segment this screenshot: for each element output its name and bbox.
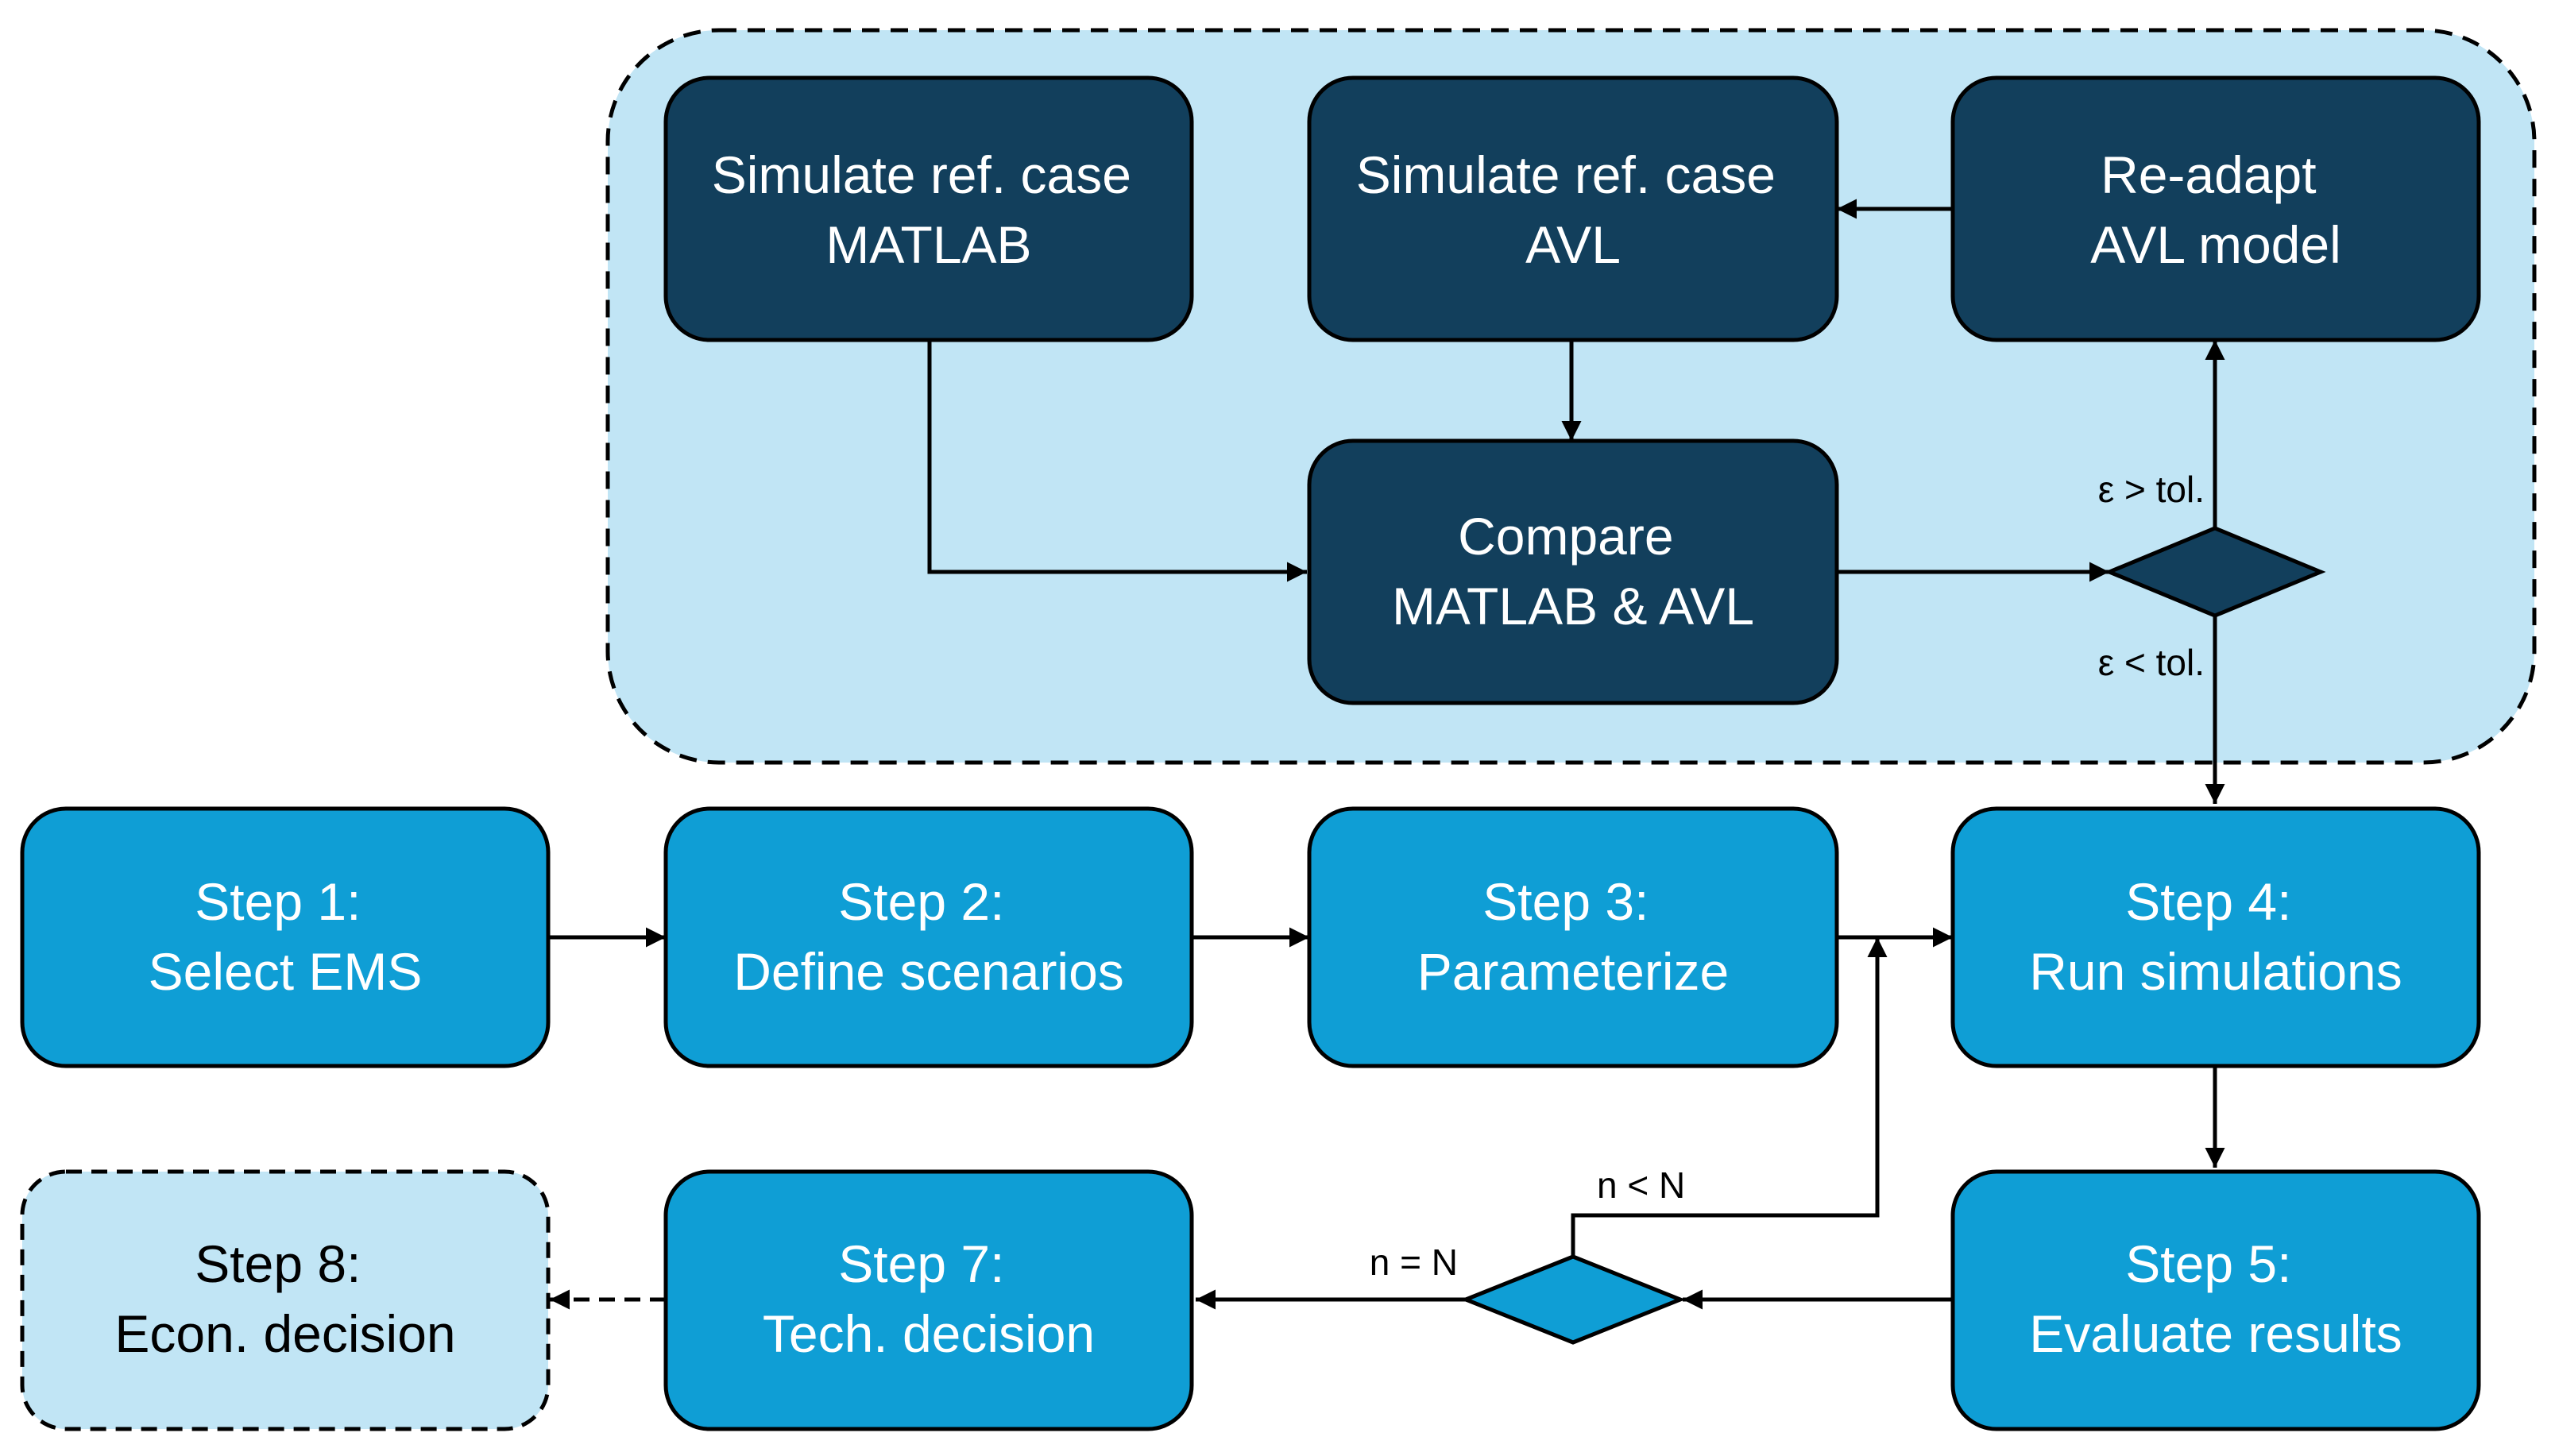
box-sim-matlab: Simulate ref. case MATLAB: [663, 75, 1194, 342]
box-step-8: Step 8: Econ. decision: [20, 1169, 551, 1431]
step-8-line2: Econ. decision: [114, 1304, 455, 1363]
svg-text:Step 1: Select EMS: Step 1: Select EMS: [149, 872, 423, 1001]
box-step-3: Step 3: Parameterize: [1307, 806, 1839, 1068]
svg-text:Re-adapt AVL model: Re-adapt AVL model: [2090, 145, 2341, 274]
sim-matlab-line1: Simulate ref. case: [712, 145, 1131, 204]
iteration-decision: [1460, 1254, 1686, 1345]
connectors: [548, 199, 2225, 1310]
arrow-matlab-to-compare: [927, 340, 1307, 582]
step-3-line1: Step 3:: [1482, 872, 1649, 931]
step-4-line2: Run simulations: [2029, 942, 2402, 1001]
label-lt-tol: ε < tol.: [2098, 642, 2205, 683]
step-5-line1: Step 5:: [2125, 1234, 2291, 1293]
box-step-5: Step 5: Evaluate results: [1950, 1169, 2481, 1431]
box-step-1: Step 1: Select EMS: [20, 806, 551, 1068]
tolerance-decision: [2104, 526, 2326, 618]
svg-text:Step 5: Evaluate results: Step 5: Evaluate results: [2029, 1234, 2402, 1363]
svg-text:Step 7: Tech. decision: Step 7: Tech. decision: [763, 1234, 1095, 1363]
readapt-line1: Re-adapt: [2101, 145, 2317, 204]
svg-text:Step 8: Econ. decision: Step 8: Econ. decision: [114, 1234, 455, 1363]
sim-matlab-line2: MATLAB: [825, 215, 1031, 274]
step-2-line2: Define scenarios: [733, 942, 1124, 1001]
step-8-line1: Step 8:: [195, 1234, 361, 1293]
step-5-line2: Evaluate results: [2029, 1304, 2402, 1363]
readapt-line2: AVL model: [2090, 215, 2341, 274]
box-compare: Compare MATLAB & AVL: [1307, 438, 1839, 705]
label-gt-tol: ε > tol.: [2098, 469, 2205, 510]
step-1-line2: Select EMS: [149, 942, 423, 1001]
box-sim-avl: Simulate ref. case AVL: [1307, 75, 1839, 342]
box-step-2: Step 2: Define scenarios: [663, 806, 1194, 1068]
step-3-line2: Parameterize: [1417, 942, 1730, 1001]
svg-text:Step 3: Parameterize: Step 3: Parameterize: [1417, 872, 1730, 1001]
step-7-line2: Tech. decision: [763, 1304, 1095, 1363]
box-readapt: Re-adapt AVL model: [1950, 75, 2481, 342]
sim-avl-line2: AVL: [1525, 215, 1621, 274]
svg-text:Simulate ref. case MATLA: Simulate ref. case MATLAB: [712, 145, 1146, 274]
svg-text:Step 4: Run simulations: Step 4: Run simulations: [2029, 872, 2402, 1001]
svg-text:Step 2: Define scenarios: Step 2: Define scenarios: [733, 872, 1124, 1001]
label-n-less-N: n < N: [1597, 1164, 1685, 1206]
label-n-equal-N: n = N: [1370, 1242, 1458, 1283]
box-step-4: Step 4: Run simulations: [1950, 806, 2481, 1068]
compare-line1: Compare: [1458, 507, 1673, 566]
svg-text:Compare MATLAB & AVL: Compare MATLAB & AVL: [1392, 507, 1754, 635]
sim-avl-line1: Simulate ref. case: [1356, 145, 1776, 204]
step-1-line1: Step 1:: [195, 872, 361, 931]
step-7-line1: Step 7:: [838, 1234, 1004, 1293]
box-step-7: Step 7: Tech. decision: [663, 1169, 1194, 1431]
arrow-loop-back: [1571, 937, 1888, 1257]
step-2-line1: Step 2:: [838, 872, 1004, 931]
svg-text:Simulate ref. case AVL: Simulate ref. case AVL: [1356, 145, 1791, 274]
compare-line2: MATLAB & AVL: [1392, 577, 1754, 635]
step-4-line1: Step 4:: [2125, 872, 2291, 931]
